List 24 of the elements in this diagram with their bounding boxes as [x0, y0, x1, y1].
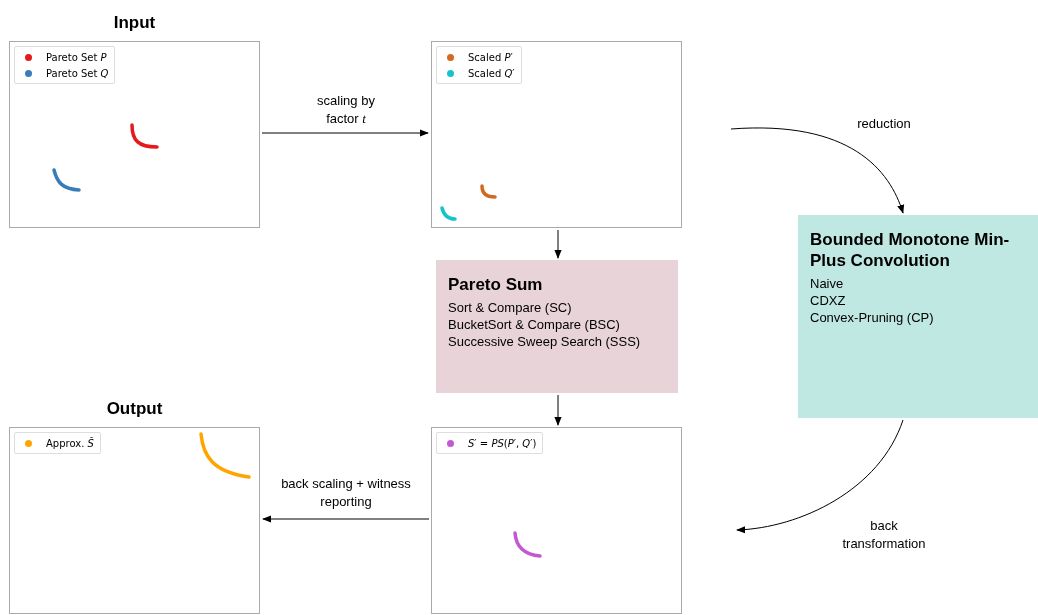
- algorithm-box: [798, 215, 1038, 418]
- legend-label: Approx. S̃: [46, 437, 94, 449]
- list-item: Convex-Pruning (CP): [810, 309, 935, 326]
- list-item: Naive: [810, 275, 845, 292]
- box-heading: Pareto Sum: [448, 274, 544, 295]
- arrow: [554, 394, 562, 426]
- arrow: [736, 419, 904, 533]
- arrow: [554, 229, 562, 259]
- arrow: [261, 129, 429, 137]
- list-item: Sort & Compare (SC): [448, 299, 573, 316]
- legend-label: Pareto Set P: [46, 51, 107, 63]
- list-item: CDXZ: [810, 292, 847, 309]
- panel-title: Output: [105, 398, 164, 420]
- legend-label: Pareto Set Q: [46, 67, 109, 79]
- panel-title: Input: [112, 12, 157, 34]
- legend-label: Scaled Q′: [468, 67, 515, 79]
- list-item: Successive Sweep Search (SSS): [448, 333, 642, 350]
- legend-label: Scaled P′: [468, 51, 513, 63]
- box-heading: Bounded Monotone Min-Plus Convolution: [810, 229, 1011, 271]
- arrow: [262, 515, 430, 523]
- legend-label: S′ = PS(P′, Q′): [468, 437, 537, 449]
- algorithm-box: [436, 260, 678, 393]
- list-item: BucketSort & Compare (BSC): [448, 316, 621, 333]
- arrow: [730, 127, 904, 214]
